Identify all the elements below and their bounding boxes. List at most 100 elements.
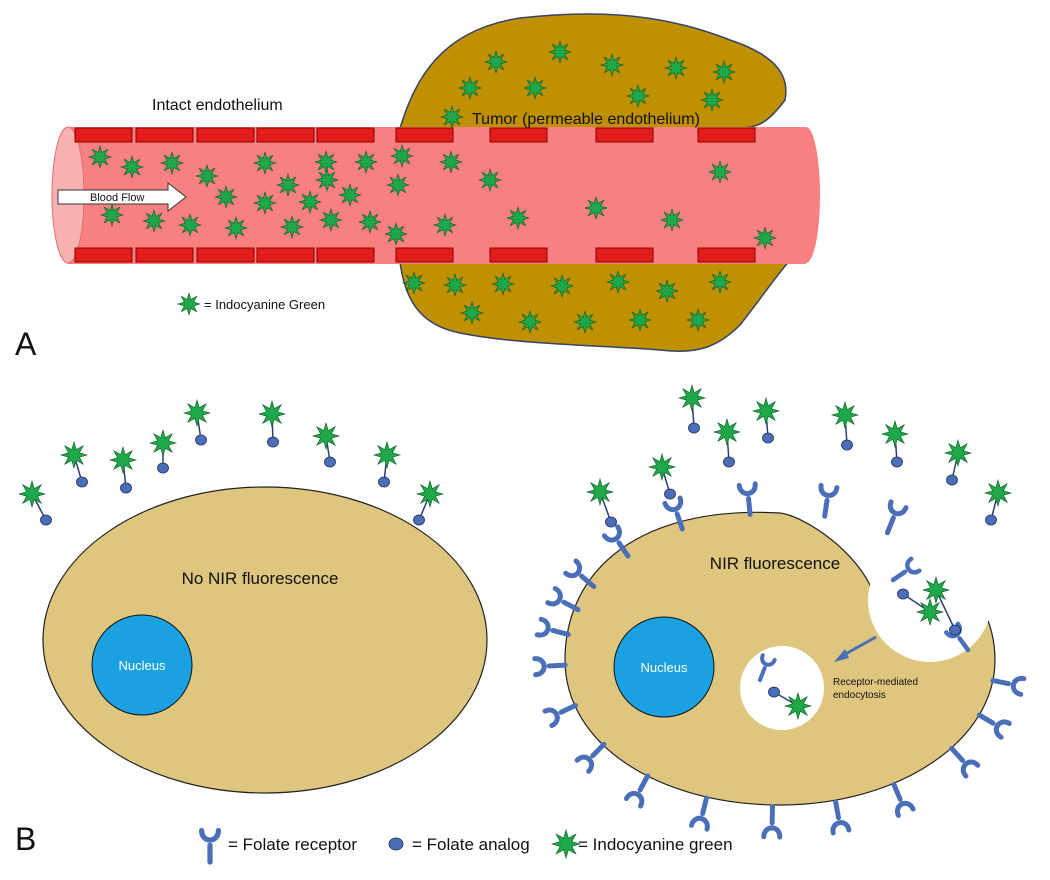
folate-receptor-icon	[545, 586, 581, 613]
star-dye-icon	[983, 478, 1013, 508]
star-dye-icon	[830, 400, 860, 430]
star-dye-icon	[176, 291, 202, 317]
folate-receptor-icon	[818, 482, 840, 519]
panel-b-letter: B	[15, 821, 36, 857]
star-dye-icon	[357, 209, 383, 235]
folate-receptor-icon	[623, 773, 651, 809]
star-dye-icon	[783, 691, 813, 721]
star-dye-icon	[522, 75, 548, 101]
folate-analog-icon	[891, 456, 903, 468]
star-dye-icon	[483, 49, 509, 75]
star-dye-icon	[663, 55, 689, 81]
folate-analog-icon	[378, 476, 390, 488]
endocytic-vesicle	[740, 646, 824, 730]
star-dye-icon	[712, 417, 742, 447]
folate-analog-icon	[949, 624, 961, 636]
folate-receptor-icon	[198, 827, 222, 865]
star-dye-icon	[880, 419, 910, 449]
folate-receptor-icon	[990, 676, 1027, 697]
legend-icg-label: = Indocyanine green	[578, 835, 733, 854]
folate-analog-icon	[768, 686, 780, 698]
legend-panel-b: = Folate receptor = Folate analog = Indo…	[198, 827, 733, 865]
star-dye-icon	[707, 269, 733, 295]
folate-analog-icon	[157, 462, 169, 474]
star-dye-icon	[677, 383, 707, 413]
star-dye-icon	[17, 479, 47, 509]
star-dye-icon	[159, 150, 185, 176]
star-dye-icon	[549, 273, 575, 299]
star-dye-icon	[659, 207, 685, 233]
star-dye-icon	[176, 291, 202, 317]
folate-receptor-icon	[563, 558, 597, 589]
tumor-label: Tumor (permeable endothelium)	[472, 111, 700, 128]
panel-a-letter: A	[15, 326, 37, 362]
star-dye-icon	[59, 440, 89, 470]
folate-analog-icon	[76, 476, 88, 488]
folate-receptor-icon	[761, 804, 783, 840]
folate-receptor-icon	[198, 827, 222, 865]
star-dye-icon	[108, 445, 138, 475]
folate-receptor-icon	[885, 499, 909, 536]
nucleus-left-label: Nucleus	[119, 658, 166, 673]
star-dye-icon	[99, 202, 125, 228]
star-dye-icon	[313, 149, 339, 175]
star-dye-icon	[389, 143, 415, 169]
star-dye-icon	[550, 828, 582, 860]
star-dye-icon	[438, 149, 464, 175]
folate-analog-icon	[688, 422, 700, 434]
folate-receptor-icon	[601, 524, 631, 559]
star-dye-icon	[943, 438, 973, 468]
legend-dye-label: = Indocyanine Green	[204, 297, 325, 312]
folate-receptors	[532, 481, 1027, 840]
star-dye-icon	[401, 270, 427, 296]
star-dye-icon	[318, 207, 344, 233]
star-dye-icon	[572, 309, 598, 335]
cell-left	[42, 486, 488, 794]
folate-receptor-icon	[662, 495, 685, 532]
star-dye-icon	[87, 144, 113, 170]
panel-a: Blood Flow Intact endothelium Tumor (per…	[15, 13, 820, 362]
panel-b: Nucleus No NIR fluorescence Nucleus NIR …	[15, 383, 1027, 865]
star-dye-icon	[627, 307, 653, 333]
star-dye-icon	[353, 149, 379, 175]
vessel-end	[792, 127, 820, 263]
star-dye-icon	[921, 575, 951, 605]
folate-analog-icon	[388, 837, 404, 851]
star-dye-icon	[119, 154, 145, 180]
star-dye-icon	[314, 167, 340, 193]
blood-flow-arrow-icon	[57, 181, 187, 213]
star-dye-icon	[279, 214, 305, 240]
star-dye-icon	[457, 75, 483, 101]
cell-right-label: NIR fluorescence	[710, 554, 840, 573]
folate-analog-icon	[762, 432, 774, 444]
folate-analog-icon	[897, 588, 909, 600]
star-dye-icon	[439, 104, 465, 130]
star-dye-icon	[275, 172, 301, 198]
folate-receptor-icon	[688, 795, 710, 832]
vessel-body	[68, 127, 806, 264]
star-dye-icon	[252, 150, 278, 176]
star-dye-icon	[252, 190, 278, 216]
star-dye-icon	[490, 271, 516, 297]
legend-dye: = Indocyanine Green	[176, 291, 325, 317]
star-dye-icon	[585, 477, 615, 507]
star-dye-icon	[177, 212, 203, 238]
endocytosis-label-line1: Receptor-mediated	[833, 677, 918, 688]
star-dye-icon	[707, 159, 733, 185]
star-dye-icon	[599, 52, 625, 78]
star-dye-icon	[547, 39, 573, 65]
blood-flow-label: Blood Flow	[90, 192, 144, 204]
folate-analog-icon	[841, 439, 853, 451]
folate-receptor-icon	[949, 745, 981, 779]
folate-receptor-icon	[574, 741, 607, 774]
legend-analog-label: = Folate analog	[412, 835, 530, 854]
star-dye-icon	[711, 59, 737, 85]
endothelium-bottom	[74, 247, 756, 263]
star-dye-icon	[337, 182, 363, 208]
folate-analog-icon	[40, 514, 52, 526]
folate-analog-icon	[413, 514, 425, 526]
dye-stars-panel-a	[87, 39, 778, 335]
star-dye-icon	[297, 189, 323, 215]
star-dye-icon	[148, 428, 178, 458]
